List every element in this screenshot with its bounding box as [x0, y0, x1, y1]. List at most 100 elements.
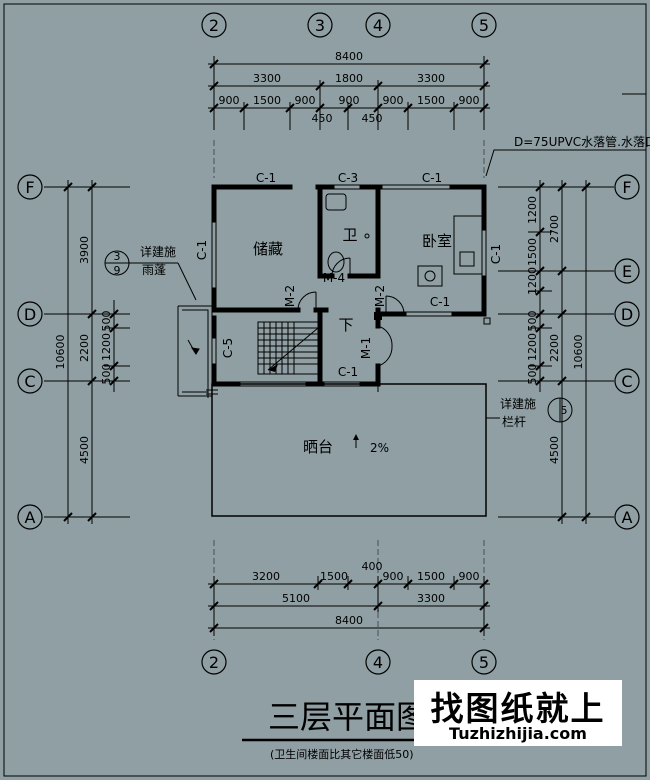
- left-axis-bubbles: [17, 174, 43, 530]
- axis-bubble-A-left: [17, 504, 43, 530]
- dim-right-fine-3: 1200: [526, 267, 539, 295]
- axis-label-5-top: 5: [479, 16, 489, 35]
- dim-right-inner-3: 4500: [548, 436, 561, 464]
- dim-bottom-row1-3: 400: [362, 560, 383, 573]
- axis-bubble-4-top: [365, 12, 391, 38]
- dim-bottom-row1-5: 1500: [417, 570, 445, 583]
- stair-treads: [257, 321, 319, 375]
- dim-right-inner-1: 2700: [548, 215, 561, 243]
- dim-top-row3-1: 900: [219, 94, 240, 107]
- top-axis-bubbles: [201, 12, 497, 38]
- dim-left-fine-1: 500: [100, 311, 113, 332]
- axis-label-2-top: 2: [209, 16, 219, 35]
- dim-bottom-row1-6: 900: [459, 570, 480, 583]
- door-label-m1: M-1: [359, 337, 373, 359]
- dim-right-fine-6: 500: [526, 364, 539, 385]
- detail-ref-number-left: 3: [114, 250, 121, 263]
- watermark-text-cn: 找图纸就上: [430, 689, 606, 728]
- canopy-ref-line1: 详建施: [140, 244, 176, 259]
- dim-top-row3-5: 900: [383, 94, 404, 107]
- dim-bottom-row1-2: 1500: [320, 570, 348, 583]
- axis-label-C-left: C: [24, 372, 35, 391]
- dim-top-row3-3: 900: [295, 94, 316, 107]
- dim-bottom-row1-1: 3200: [252, 570, 280, 583]
- drawing-title: 三层平面图: [268, 698, 428, 736]
- building-walls: [211, 184, 487, 387]
- detail-ref-symbol-left: [104, 250, 197, 301]
- dim-bottom-row2-a: 5100: [282, 592, 310, 605]
- top-dimension-lines: [208, 56, 490, 130]
- axis-label-D-right: D: [621, 305, 633, 324]
- dim-right-fine-1: 1200: [526, 196, 539, 224]
- axis-bubble-3-top: [307, 12, 333, 38]
- bedroom-furniture: [417, 215, 483, 287]
- dim-top-row3-7: 900: [459, 94, 480, 107]
- axis-label-4-top: 4: [373, 16, 383, 35]
- window-label-c1-right: C-1: [489, 244, 503, 264]
- slope-value: 2%: [370, 441, 389, 455]
- right-axis-bubbles: [614, 174, 640, 530]
- watermark-badge: 找图纸就上 Tuzhizhijia.com: [414, 680, 622, 746]
- axis-bubble-A-right: [614, 504, 640, 530]
- door-label-m2-storage: M-2: [283, 285, 297, 307]
- bathroom-fixtures: [325, 193, 370, 273]
- dim-right-outer: 10600: [572, 335, 585, 370]
- dim-right-fine-5: 1200: [526, 333, 539, 361]
- dim-top-row3-6: 1500: [417, 94, 445, 107]
- room-label-balcony: 晒台: [303, 438, 333, 456]
- canopy: [177, 305, 213, 397]
- axis-label-A-right: A: [622, 508, 633, 527]
- room-label-bathroom: 卫: [342, 226, 357, 244]
- window-label-c1-bedroom-bottom: C-1: [430, 295, 450, 309]
- bottom-dimension-lines: [208, 576, 490, 636]
- detail-ref-symbol-right: [486, 397, 573, 423]
- drainpipe-note: D=75UPVC水落管.水落口详: [514, 134, 650, 149]
- dim-top-row2-a: 3300: [253, 72, 281, 85]
- axis-label-4-bottom: 4: [373, 653, 383, 672]
- dim-top-row4-b: 450: [362, 112, 383, 125]
- window-label-c5: C-5: [221, 338, 235, 358]
- axis-label-F-left: F: [25, 178, 34, 197]
- right-dimension-lines: [498, 180, 614, 524]
- watermark-url: Tuzhizhijia.com: [449, 724, 587, 743]
- detail-ref-number-right: 5: [561, 404, 568, 417]
- railing-ref-line2: 栏杆: [502, 414, 526, 429]
- axis-grid-lines: [213, 140, 485, 640]
- dim-left-inner-1: 3900: [78, 236, 91, 264]
- door-label-m2-bedroom: M-2: [373, 285, 387, 307]
- windows: [211, 184, 487, 387]
- dim-right-fine-2: 1500: [526, 238, 539, 266]
- dim-top-total: 8400: [335, 50, 363, 63]
- dim-left-outer: 10600: [54, 335, 67, 370]
- stair-arrow-icon: [268, 364, 278, 372]
- dim-left-fine-2: 1200: [100, 333, 113, 361]
- bottom-axis-bubbles: [201, 649, 497, 675]
- window-label-c1-bottom: C-1: [338, 365, 358, 379]
- doors: [297, 257, 405, 367]
- column-marker: [374, 312, 382, 320]
- axis-bubble-D-right: [614, 301, 640, 327]
- canopy-ref-line2: 雨蓬: [142, 263, 166, 277]
- drainpipe-leader: [483, 149, 646, 325]
- axis-bubble-D-left: [17, 301, 43, 327]
- drawing-subtitle: (卫生间楼面比其它楼面低50): [270, 747, 414, 761]
- dim-left-inner-3: 4500: [78, 436, 91, 464]
- dim-top-row4-a: 450: [312, 112, 333, 125]
- slope-arrowhead-icon: [353, 434, 359, 440]
- dim-left-fine-3: 500: [100, 364, 113, 385]
- dim-bottom-row2-b: 3300: [417, 592, 445, 605]
- dim-bottom-total: 8400: [335, 614, 363, 627]
- dim-top-row3-4: 900: [339, 94, 360, 107]
- room-label-bedroom: 卧室: [422, 232, 452, 250]
- axis-label-F-right: F: [622, 178, 631, 197]
- dim-top-row3-2: 1500: [253, 94, 281, 107]
- axis-label-2-bottom: 2: [209, 653, 219, 672]
- room-label-storage: 储藏: [253, 240, 283, 258]
- window-label-c1-storage: C-1: [256, 171, 276, 185]
- dim-bottom-row1-4: 900: [383, 570, 404, 583]
- window-label-c3: C-3: [338, 171, 358, 185]
- axis-label-D-left: D: [24, 305, 36, 324]
- axis-bubble-5-top: [471, 12, 497, 38]
- axis-bubble-F-left: [17, 174, 43, 200]
